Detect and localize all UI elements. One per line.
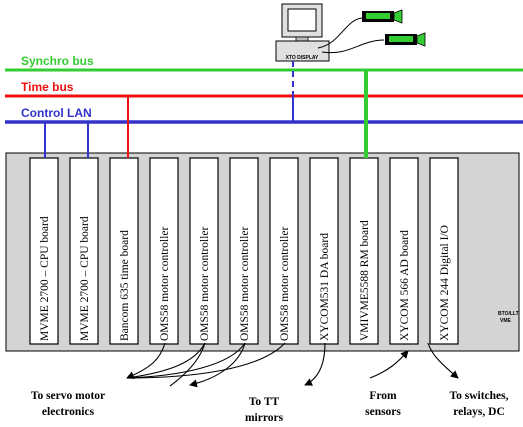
switches-label-line1: To switches, xyxy=(450,390,509,402)
vme-board: OMS58 motor controller xyxy=(149,157,179,345)
switches-label-line2: relays, DC xyxy=(453,406,505,418)
board-card xyxy=(69,157,99,345)
camera-cable-2 xyxy=(321,39,385,54)
board-card xyxy=(389,157,419,345)
vme-board: Bancom 635 time board xyxy=(109,157,139,345)
board-label: MVME 2700 – CPU board xyxy=(79,216,91,341)
crate-label-line2: VME xyxy=(500,318,512,324)
board-label: MVME 2700 – CPU board xyxy=(39,216,51,341)
sensors-label-line1: From xyxy=(369,390,397,402)
camera-2 xyxy=(385,32,426,47)
time-bus-label: Time bus xyxy=(21,80,74,94)
switches-cable xyxy=(427,342,459,379)
sensor-cable xyxy=(369,350,409,379)
board-card xyxy=(429,157,459,345)
vme-board: VMIVME5588 RM board xyxy=(349,157,379,345)
computer-base-icon xyxy=(275,40,330,62)
board-card xyxy=(229,157,259,345)
board-card xyxy=(269,157,299,345)
synchro-bus-label: Synchro bus xyxy=(21,54,94,68)
control-lan-label: Control LAN xyxy=(21,106,92,120)
workstation-label: XTO DISPLAY xyxy=(286,55,319,61)
vme-board: OMS58 motor controller xyxy=(269,157,299,345)
vme-board: MVME 2700 – CPU board xyxy=(69,157,99,345)
board-card xyxy=(309,157,339,345)
board-card xyxy=(149,157,179,345)
board-label: OMS58 motor controller xyxy=(159,226,171,341)
vme-board: XYCOM 244 Digital I/O xyxy=(429,157,459,345)
crate-label-line1: BTO/LLT xyxy=(498,311,519,317)
board-label: XYCOM 244 Digital I/O xyxy=(439,225,451,341)
camera-1 xyxy=(362,9,403,24)
board-card xyxy=(29,157,59,345)
camera-cable-1 xyxy=(317,17,363,49)
tt-label-line1: To TT xyxy=(249,396,280,408)
board-label: OMS58 motor controller xyxy=(279,226,291,341)
board-label: OMS58 motor controller xyxy=(239,226,251,341)
board-label: OMS58 motor controller xyxy=(199,226,211,341)
board-label: XYCOM531 DA board xyxy=(319,233,331,341)
vme-board: OMS58 motor controller xyxy=(189,157,219,345)
board-card xyxy=(109,157,139,345)
workstation: XTO DISPLAY xyxy=(275,3,385,62)
servo-cables xyxy=(126,342,286,388)
board-slots: MVME 2700 – CPU board MVME 2700 – CPU boa… xyxy=(29,157,459,345)
vme-board: XYCOM531 DA board xyxy=(309,157,339,345)
camera-lens-icon xyxy=(416,32,426,47)
camera-lens-icon xyxy=(393,9,403,24)
monitor-screen xyxy=(287,8,317,32)
servo-label-line2: electronics xyxy=(42,406,95,418)
board-label: VMIVME5588 RM board xyxy=(359,220,371,341)
sensors-label-line2: sensors xyxy=(365,406,401,418)
tt-cable xyxy=(304,342,326,386)
tt-label-line2: mirrors xyxy=(245,412,284,424)
vme-board: MVME 2700 – CPU board xyxy=(29,157,59,345)
board-label: XYCOM 566 AD board xyxy=(399,230,411,341)
board-label: Bancom 635 time board xyxy=(119,230,131,341)
board-card xyxy=(349,157,379,345)
vme-board: XYCOM 566 AD board xyxy=(389,157,419,345)
servo-label-line1: To servo motor xyxy=(31,390,105,402)
monitor-stand xyxy=(295,36,309,42)
vme-board: OMS58 motor controller xyxy=(229,157,259,345)
